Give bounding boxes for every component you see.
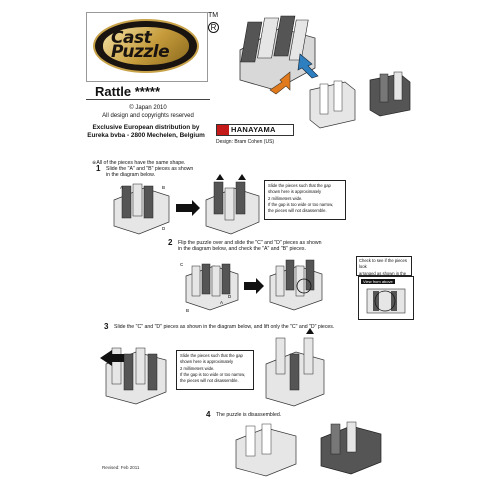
step-2-number: 2 bbox=[168, 238, 173, 247]
top-puzzle-illustration bbox=[239, 15, 411, 129]
step-1-right-arrow-icon bbox=[176, 200, 200, 216]
title-divider bbox=[86, 99, 210, 100]
step-1-number: 1 bbox=[96, 164, 101, 173]
step-3-note-line-1: Slide the pieces such that the gap bbox=[180, 353, 243, 358]
step-4-light-pieces bbox=[235, 423, 297, 477]
step-1-note-line-3: 2 millimeters wide. bbox=[268, 195, 303, 201]
step-3-text-1: Slide the "C" and "D" pieces as shown in… bbox=[114, 324, 335, 330]
step-3-left-arrow-icon bbox=[100, 350, 124, 366]
step-2-right-arrow-icon bbox=[244, 278, 264, 294]
step-2-label-a: A bbox=[220, 300, 223, 305]
step-1-text-2: in the diagram below. bbox=[106, 172, 156, 178]
step-4-number: 4 bbox=[206, 410, 211, 419]
registered-mark: R bbox=[208, 22, 219, 33]
step-3-puzzle-after bbox=[265, 328, 325, 407]
view-from-above-image bbox=[366, 288, 406, 314]
step-2-label-c: C bbox=[180, 262, 184, 267]
revised-date: Revised: Feb 2011 bbox=[102, 465, 140, 470]
step-1-label-b: B bbox=[162, 185, 165, 190]
copyright-line-1: © Japan 2010 bbox=[129, 105, 167, 111]
logo-oval: Cast Puzzle bbox=[93, 19, 199, 73]
separated-pieces-image bbox=[309, 71, 411, 129]
step-2-puzzle-before bbox=[185, 263, 239, 311]
blue-arrow-icon bbox=[297, 53, 319, 79]
step-2-label-b: B bbox=[186, 308, 189, 313]
step-2-puzzle-after bbox=[269, 259, 323, 311]
step-1-note-line-2: shown here is approximately bbox=[268, 189, 322, 195]
step-4-dark-pieces bbox=[320, 421, 382, 475]
logo-text: Cast Puzzle bbox=[111, 28, 170, 62]
step-1-puzzle-before bbox=[113, 183, 170, 235]
step-1-puzzle-after bbox=[205, 174, 260, 235]
step-3-puzzle-before bbox=[105, 347, 167, 405]
step-2-text-1: Flip the puzzle over and slide the "C" a… bbox=[178, 240, 322, 246]
hanayama-logo-text: HANAYAMA bbox=[231, 125, 276, 134]
copyright-block: © Japan 2010 All design and copyrights r… bbox=[92, 104, 204, 120]
trademark-mark: TM bbox=[208, 12, 219, 19]
step-1-label-a: A bbox=[120, 185, 123, 190]
step-3-note-line-5: the pieces will not disassemble. bbox=[180, 378, 239, 384]
step-4-disassembled-image bbox=[235, 421, 382, 477]
step-3-note-line-4: If the gap is too wide or too narrow, bbox=[180, 371, 246, 377]
step-1-note-line-1: Slide the pieces such that the gap bbox=[268, 183, 331, 188]
logo-plate bbox=[103, 27, 189, 65]
step-3-diagram bbox=[100, 328, 325, 407]
step-2-note-box: Check to see if the pieces look arranged… bbox=[356, 256, 412, 282]
step-1-note-line-5: the pieces will not disassemble. bbox=[268, 208, 327, 214]
step-2-note-line-2: arranged as shown in the bbox=[359, 270, 407, 276]
copyright-line-2: All design and copyrights reserved bbox=[102, 113, 194, 119]
step-2-note-line-1: Check to see if the pieces look bbox=[359, 258, 407, 270]
hanayama-logo: HANAYAMA bbox=[216, 124, 294, 136]
view-from-above-panel: View from above bbox=[358, 276, 414, 320]
distribution-text: Exclusive European distribution by Eurek… bbox=[87, 124, 205, 139]
step-2-text-2: in the diagram below, and check the "A" … bbox=[178, 246, 306, 252]
step-3-note-line-3: 2 millimeters wide. bbox=[180, 365, 215, 371]
step-2-diagram: C B A D bbox=[180, 259, 323, 313]
step-1-label-d: D bbox=[162, 226, 166, 231]
view-from-above-label: View from above bbox=[361, 279, 395, 284]
step-1-note-box: Slide the pieces such that the gap shown… bbox=[264, 180, 346, 220]
step-3-note-box: Slide the pieces such that the gap shown… bbox=[176, 350, 254, 390]
step-1-note-line-4: If the gap is too wide or too narrow, bbox=[268, 201, 334, 207]
designer-credit: Design: Bram Cohen (US) bbox=[216, 139, 275, 145]
step-3-number: 3 bbox=[104, 322, 109, 331]
cast-puzzle-logo: Cast Puzzle bbox=[86, 12, 208, 82]
assembled-puzzle-image bbox=[239, 15, 316, 91]
step-1-diagram: A B D bbox=[113, 174, 260, 235]
intro-note: ※All of the pieces have the same shape. bbox=[92, 160, 186, 166]
step-2-label-d: D bbox=[228, 294, 232, 299]
step-1-text-1: Slide the "A" and "B" pieces as shown bbox=[106, 166, 194, 172]
puzzle-title: Rattle ***** bbox=[95, 84, 161, 99]
orange-arrow-icon bbox=[269, 71, 291, 95]
step-3-note-line-2: shown here is approximately bbox=[180, 359, 234, 365]
step-4-text-1: The puzzle is disassembled. bbox=[216, 412, 282, 418]
hanayama-logo-icon bbox=[217, 125, 229, 135]
